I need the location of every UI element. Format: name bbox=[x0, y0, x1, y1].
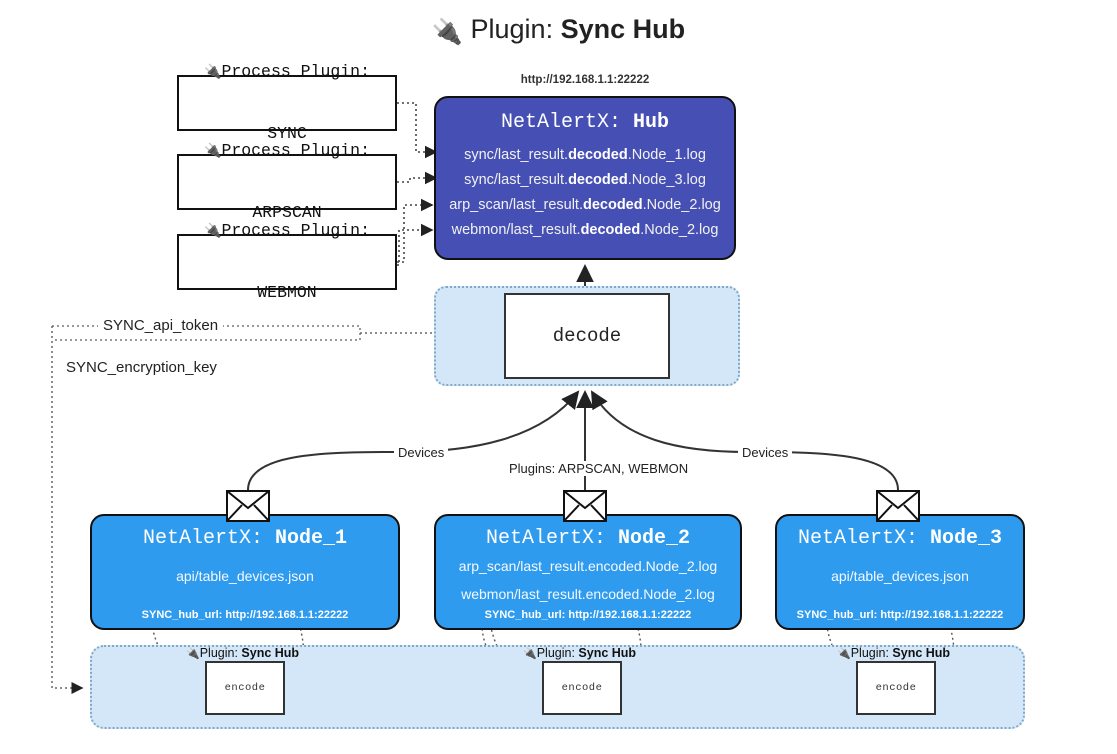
node-payload-line: api/table_devices.json bbox=[831, 568, 969, 584]
decode-box[interactable]: decode bbox=[504, 293, 670, 379]
encode-caption: 🔌Plugin: Sync Hub bbox=[837, 646, 951, 660]
hub-title-name: Hub bbox=[633, 111, 670, 134]
encode-label: encode bbox=[224, 682, 266, 694]
node-hub-url: SYNC_hub_url: http://192.168.1.1:22222 bbox=[484, 609, 692, 621]
node-payload-line: api/table_devices.json bbox=[176, 568, 314, 584]
node-2[interactable]: NetAlertX: Node_2 arp_scan/last_result.e… bbox=[434, 514, 742, 630]
encode-box-node-3[interactable]: encode bbox=[856, 661, 936, 715]
page-title-name: Sync Hub bbox=[560, 14, 686, 44]
node-payload-line: webmon/last_result.encoded.Node_2.log bbox=[461, 586, 715, 602]
envelope-icon bbox=[563, 490, 607, 522]
hub-log-line: sync/last_result.decoded.Node_1.log bbox=[464, 147, 706, 163]
hub-url-label: http://192.168.1.1:22222 bbox=[520, 74, 650, 86]
hub-log-line: webmon/last_result.decoded.Node_2.log bbox=[451, 222, 719, 238]
encode-box-node-1[interactable]: encode bbox=[205, 661, 285, 715]
node-hub-url: SYNC_hub_url: http://192.168.1.1:22222 bbox=[141, 609, 349, 621]
process-plugin-label: Process Plugin: bbox=[221, 140, 370, 160]
hub-title-prefix: NetAlertX: bbox=[500, 111, 621, 134]
encode-label: encode bbox=[875, 682, 917, 694]
edge-label-plugins: Plugins: ARPSCAN, WEBMON bbox=[505, 461, 693, 476]
process-plugin-arpscan[interactable]: 🔌Process Plugin: ARPSCAN bbox=[177, 141, 397, 222]
plug-icon: 🔌 bbox=[431, 18, 463, 46]
encode-label: encode bbox=[561, 682, 603, 694]
plug-icon: 🔌 bbox=[204, 223, 222, 240]
hub-node[interactable]: NetAlertX: Hub sync/last_result.decoded.… bbox=[434, 96, 736, 260]
node-title: NetAlertX: Node_3 bbox=[797, 527, 1003, 550]
hub-log-line: sync/last_result.decoded.Node_3.log bbox=[464, 172, 706, 188]
envelope-icon bbox=[876, 490, 920, 522]
plug-icon: 🔌 bbox=[204, 64, 222, 81]
edge-label-devices-left: Devices bbox=[394, 445, 449, 460]
process-plugin-label: Process Plugin: bbox=[221, 220, 370, 240]
encode-box-node-2[interactable]: encode bbox=[542, 661, 622, 715]
sync-api-token-label: SYNC_api_token bbox=[98, 317, 224, 334]
node-hub-url: SYNC_hub_url: http://192.168.1.1:22222 bbox=[796, 609, 1004, 621]
process-plugin-name: WEBMON bbox=[257, 282, 317, 302]
process-plugin-sync[interactable]: 🔌Process Plugin: SYNC bbox=[177, 62, 397, 143]
hub-log-list: sync/last_result.decoded.Node_1.log sync… bbox=[436, 143, 734, 243]
process-plugin-name: SYNC bbox=[267, 123, 307, 143]
node-title: NetAlertX: Node_1 bbox=[142, 527, 348, 550]
hub-log-line: arp_scan/last_result.decoded.Node_2.log bbox=[449, 197, 721, 213]
node-1[interactable]: NetAlertX: Node_1 api/table_devices.json… bbox=[90, 514, 400, 630]
sync-encryption-key-label: SYNC_encryption_key bbox=[61, 359, 222, 376]
node-title: NetAlertX: Node_2 bbox=[485, 527, 691, 550]
node-payload-line: arp_scan/last_result.encoded.Node_2.log bbox=[458, 558, 718, 574]
decode-label: decode bbox=[552, 325, 622, 347]
plug-icon: 🔌 bbox=[186, 648, 200, 660]
page-title: 🔌 Plugin: Sync Hub bbox=[0, 14, 1117, 47]
edge-label-devices-right: Devices bbox=[738, 445, 793, 460]
envelope-icon bbox=[226, 490, 270, 522]
plug-icon: 🔌 bbox=[837, 648, 851, 660]
process-plugin-name: ARPSCAN bbox=[252, 202, 322, 222]
page-title-prefix: Plugin: bbox=[470, 14, 554, 44]
node-3[interactable]: NetAlertX: Node_3 api/table_devices.json… bbox=[775, 514, 1025, 630]
hub-title: NetAlertX: Hub bbox=[436, 111, 734, 134]
encode-caption: 🔌Plugin: Sync Hub bbox=[523, 646, 637, 660]
plug-icon: 🔌 bbox=[523, 648, 537, 660]
process-plugin-label: Process Plugin: bbox=[221, 61, 370, 81]
process-plugin-webmon[interactable]: 🔌Process Plugin: WEBMON bbox=[177, 221, 397, 302]
encode-caption: 🔌Plugin: Sync Hub bbox=[186, 646, 300, 660]
plug-icon: 🔌 bbox=[204, 143, 222, 160]
